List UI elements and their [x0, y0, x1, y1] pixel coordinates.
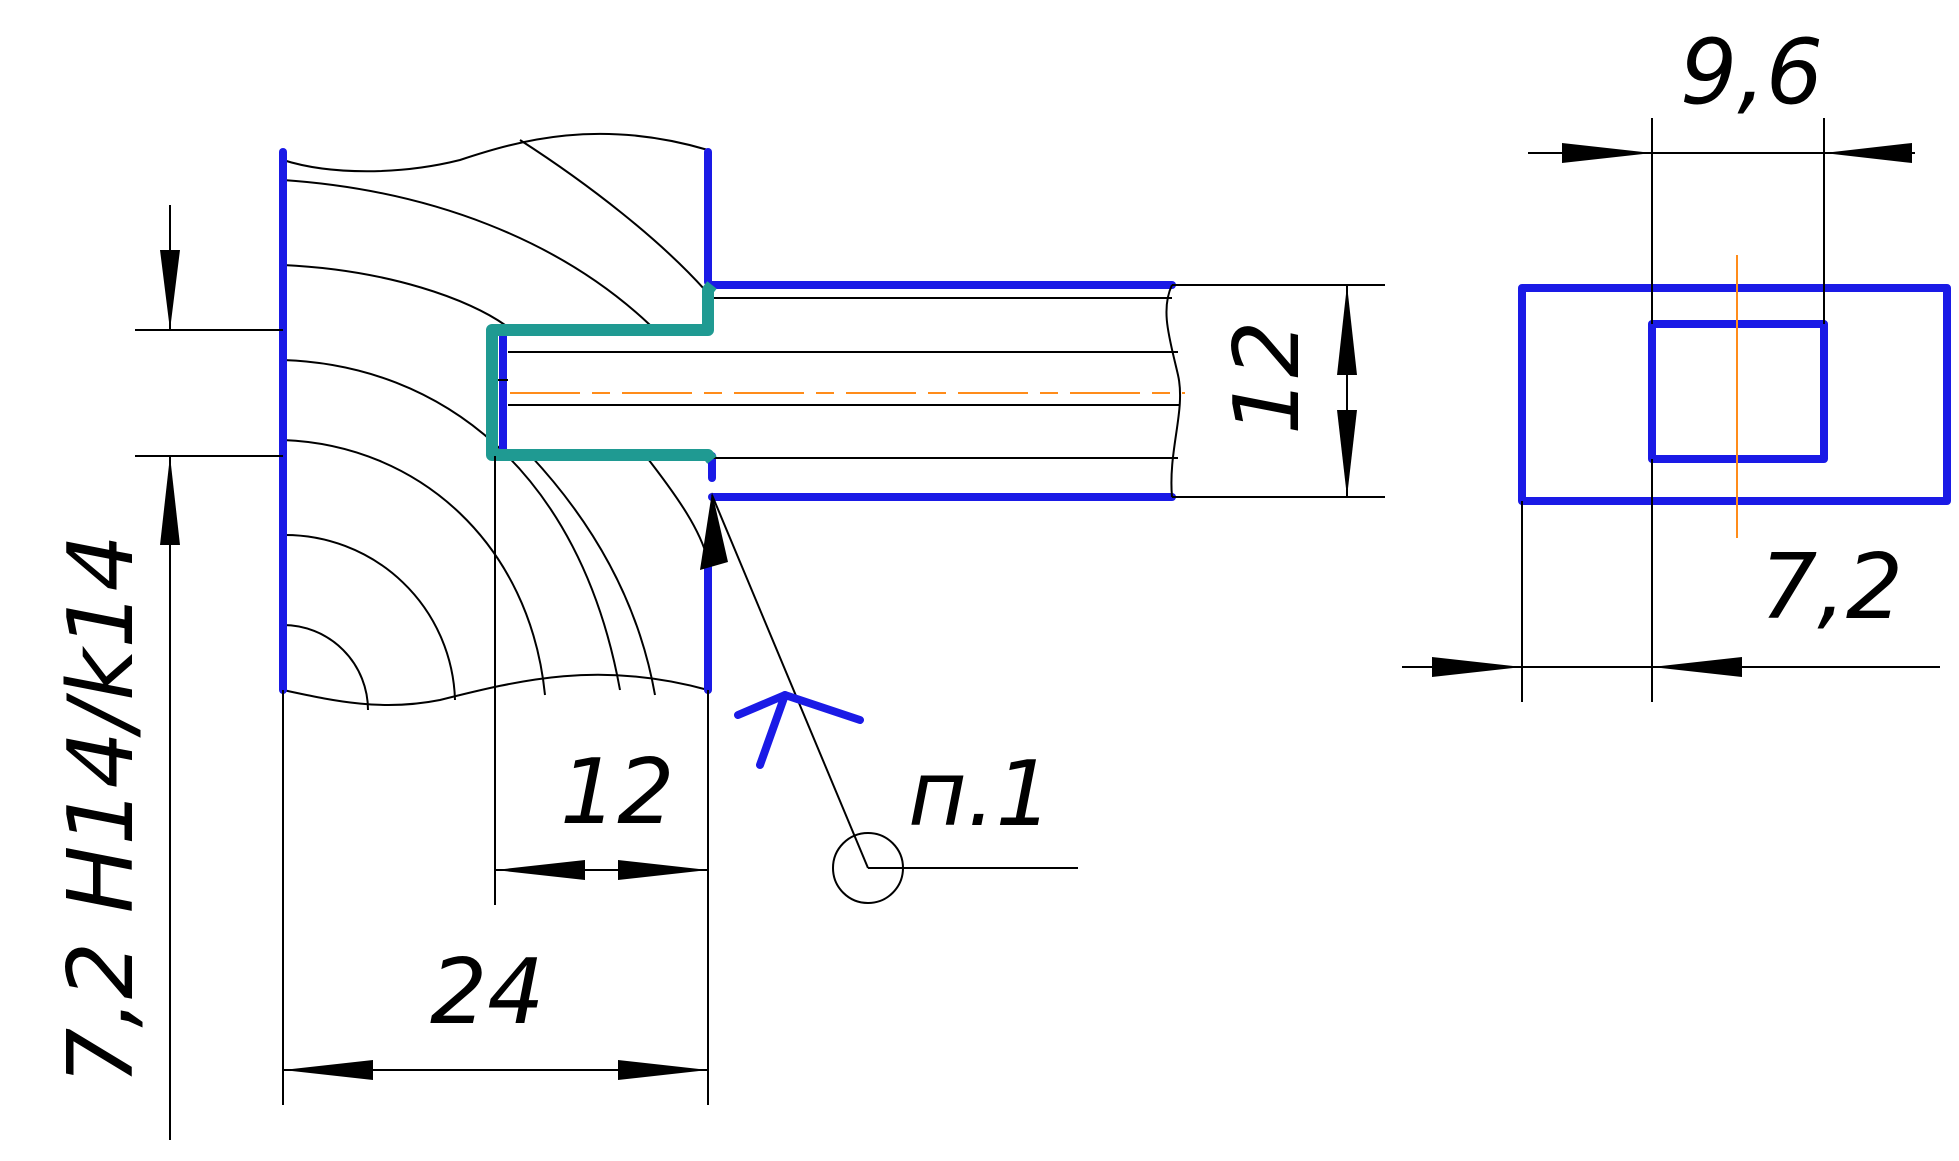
- width-bottom-label: 7,2: [1760, 535, 1903, 640]
- tenon-part: [486, 281, 1185, 501]
- dim-depth-tenon: 12: [494, 456, 709, 1105]
- height-label: 12: [1215, 320, 1320, 435]
- break-line-top: [282, 132, 709, 173]
- width-top-label: 9,6: [1680, 20, 1823, 125]
- callout: п.1: [700, 492, 1078, 904]
- dim-fit: 7,2 H14/k14: [49, 205, 283, 1140]
- callout-label: п.1: [908, 742, 1053, 847]
- glue-symbol: [734, 691, 864, 724]
- dim-depth-total: 24: [282, 690, 708, 1105]
- depth-total-label: 24: [430, 940, 545, 1045]
- fit-label: 7,2 H14/k14: [49, 534, 154, 1085]
- section-view: 9,6 7,2: [1402, 20, 1951, 702]
- dim-height: 12: [1172, 284, 1385, 498]
- section-outer: [1518, 284, 1951, 505]
- glue-line: [486, 281, 717, 464]
- rail-break-line: [1165, 284, 1182, 498]
- depth-tenon-label: 12: [560, 740, 675, 845]
